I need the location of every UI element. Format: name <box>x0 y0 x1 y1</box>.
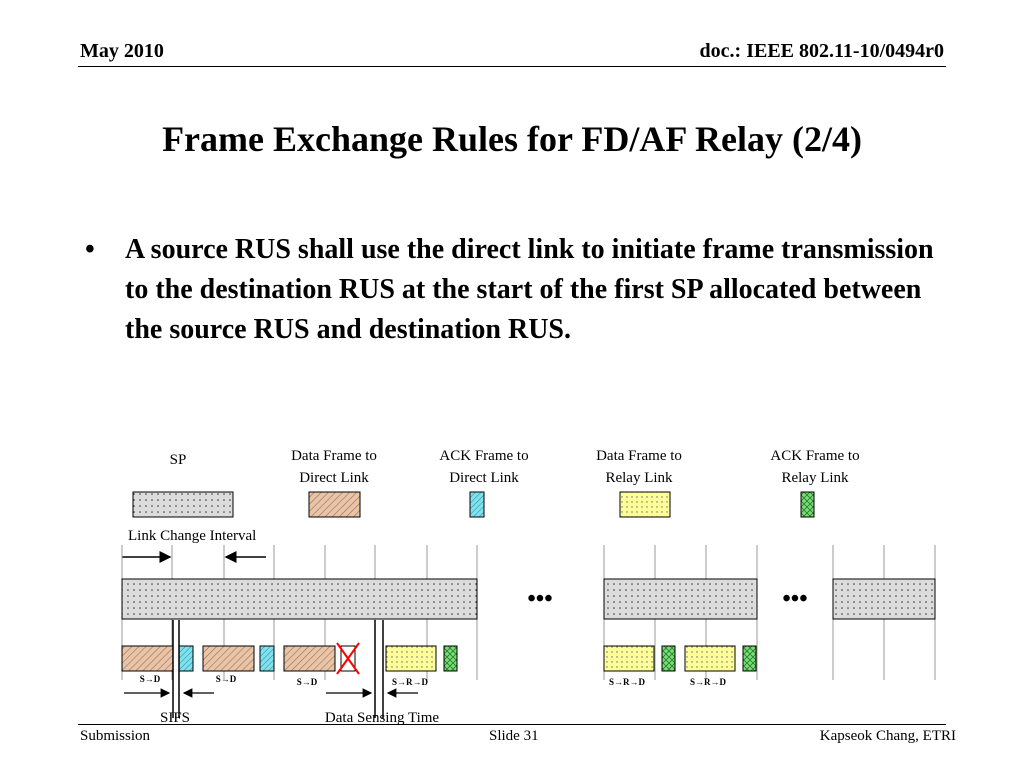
legend-sp-swatch <box>132 491 234 518</box>
header-doc-id: doc.: IEEE 802.11-10/0494r0 <box>699 40 944 62</box>
sp-bar <box>832 578 936 620</box>
frame-label-s-to-d: S→D <box>297 677 318 687</box>
legend-data-relay-label-1: Data Frame to <box>596 448 682 464</box>
header-divider <box>78 66 946 67</box>
bullet-marker: • <box>85 234 95 265</box>
data-frame-relay <box>385 645 437 672</box>
data-frame-direct <box>283 645 336 672</box>
legend-ack-direct-swatch <box>469 491 485 518</box>
legend-data-relay-label-2: Relay Link <box>605 470 673 486</box>
legend-ack-direct-label-1: ACK Frame to <box>439 448 528 464</box>
ack-frame-relay <box>443 645 458 672</box>
frame-label-s-r-d: S→R→D <box>609 677 646 687</box>
ack-frame-direct <box>259 645 275 672</box>
data-frame-direct <box>202 645 255 672</box>
sp-bar <box>121 578 478 620</box>
data-frame-direct <box>121 645 174 672</box>
link-change-interval-label: Link Change Interval <box>128 528 256 544</box>
data-frame-relay <box>603 645 655 672</box>
ellipsis: ••• <box>527 586 552 612</box>
footer-slide-number: Slide 31 <box>489 728 539 744</box>
sifs-label: SIFS <box>160 710 190 726</box>
ack-frame-relay <box>742 645 757 672</box>
legend-data-relay-swatch <box>619 491 671 518</box>
slide-title: Frame Exchange Rules for FD/AF Relay (2/… <box>162 119 862 159</box>
sifs-markers <box>172 620 384 718</box>
legend-ack-relay-label-1: ACK Frame to <box>770 448 859 464</box>
failed-ack-x-mark <box>336 642 360 675</box>
legend-data-direct-label-1: Data Frame to <box>291 448 377 464</box>
frame-label-s-r-d: S→R→D <box>690 677 727 687</box>
frame-label-s-to-d: S→D <box>140 674 161 684</box>
legend-data-direct-swatch <box>308 491 361 518</box>
header-date: May 2010 <box>80 40 164 62</box>
frame-label-s-to-d: S→D <box>216 674 237 684</box>
data-frame-relay <box>684 645 736 672</box>
bullet-text: A source RUS shall use the direct link t… <box>125 234 934 345</box>
legend-ack-direct-label-2: Direct Link <box>449 470 519 486</box>
frame-label-s-r-d: S→R→D <box>392 677 429 687</box>
ack-frame-direct <box>178 645 194 672</box>
footer-author: Kapseok Chang, ETRI <box>819 728 956 744</box>
sp-bar <box>603 578 758 620</box>
legend-ack-relay-label-2: Relay Link <box>781 470 849 486</box>
legend-data-direct-label-2: Direct Link <box>299 470 369 486</box>
footer-divider <box>78 724 946 725</box>
ack-frame-relay <box>661 645 676 672</box>
ellipsis: ••• <box>782 586 807 612</box>
legend-ack-relay-swatch <box>800 491 815 518</box>
data-sensing-time-label: Data Sensing Time <box>325 710 440 726</box>
legend-sp-label: SP <box>170 452 187 468</box>
bullet-item: • A source RUS shall use the direct link… <box>85 230 955 350</box>
footer-submission: Submission <box>80 728 151 744</box>
